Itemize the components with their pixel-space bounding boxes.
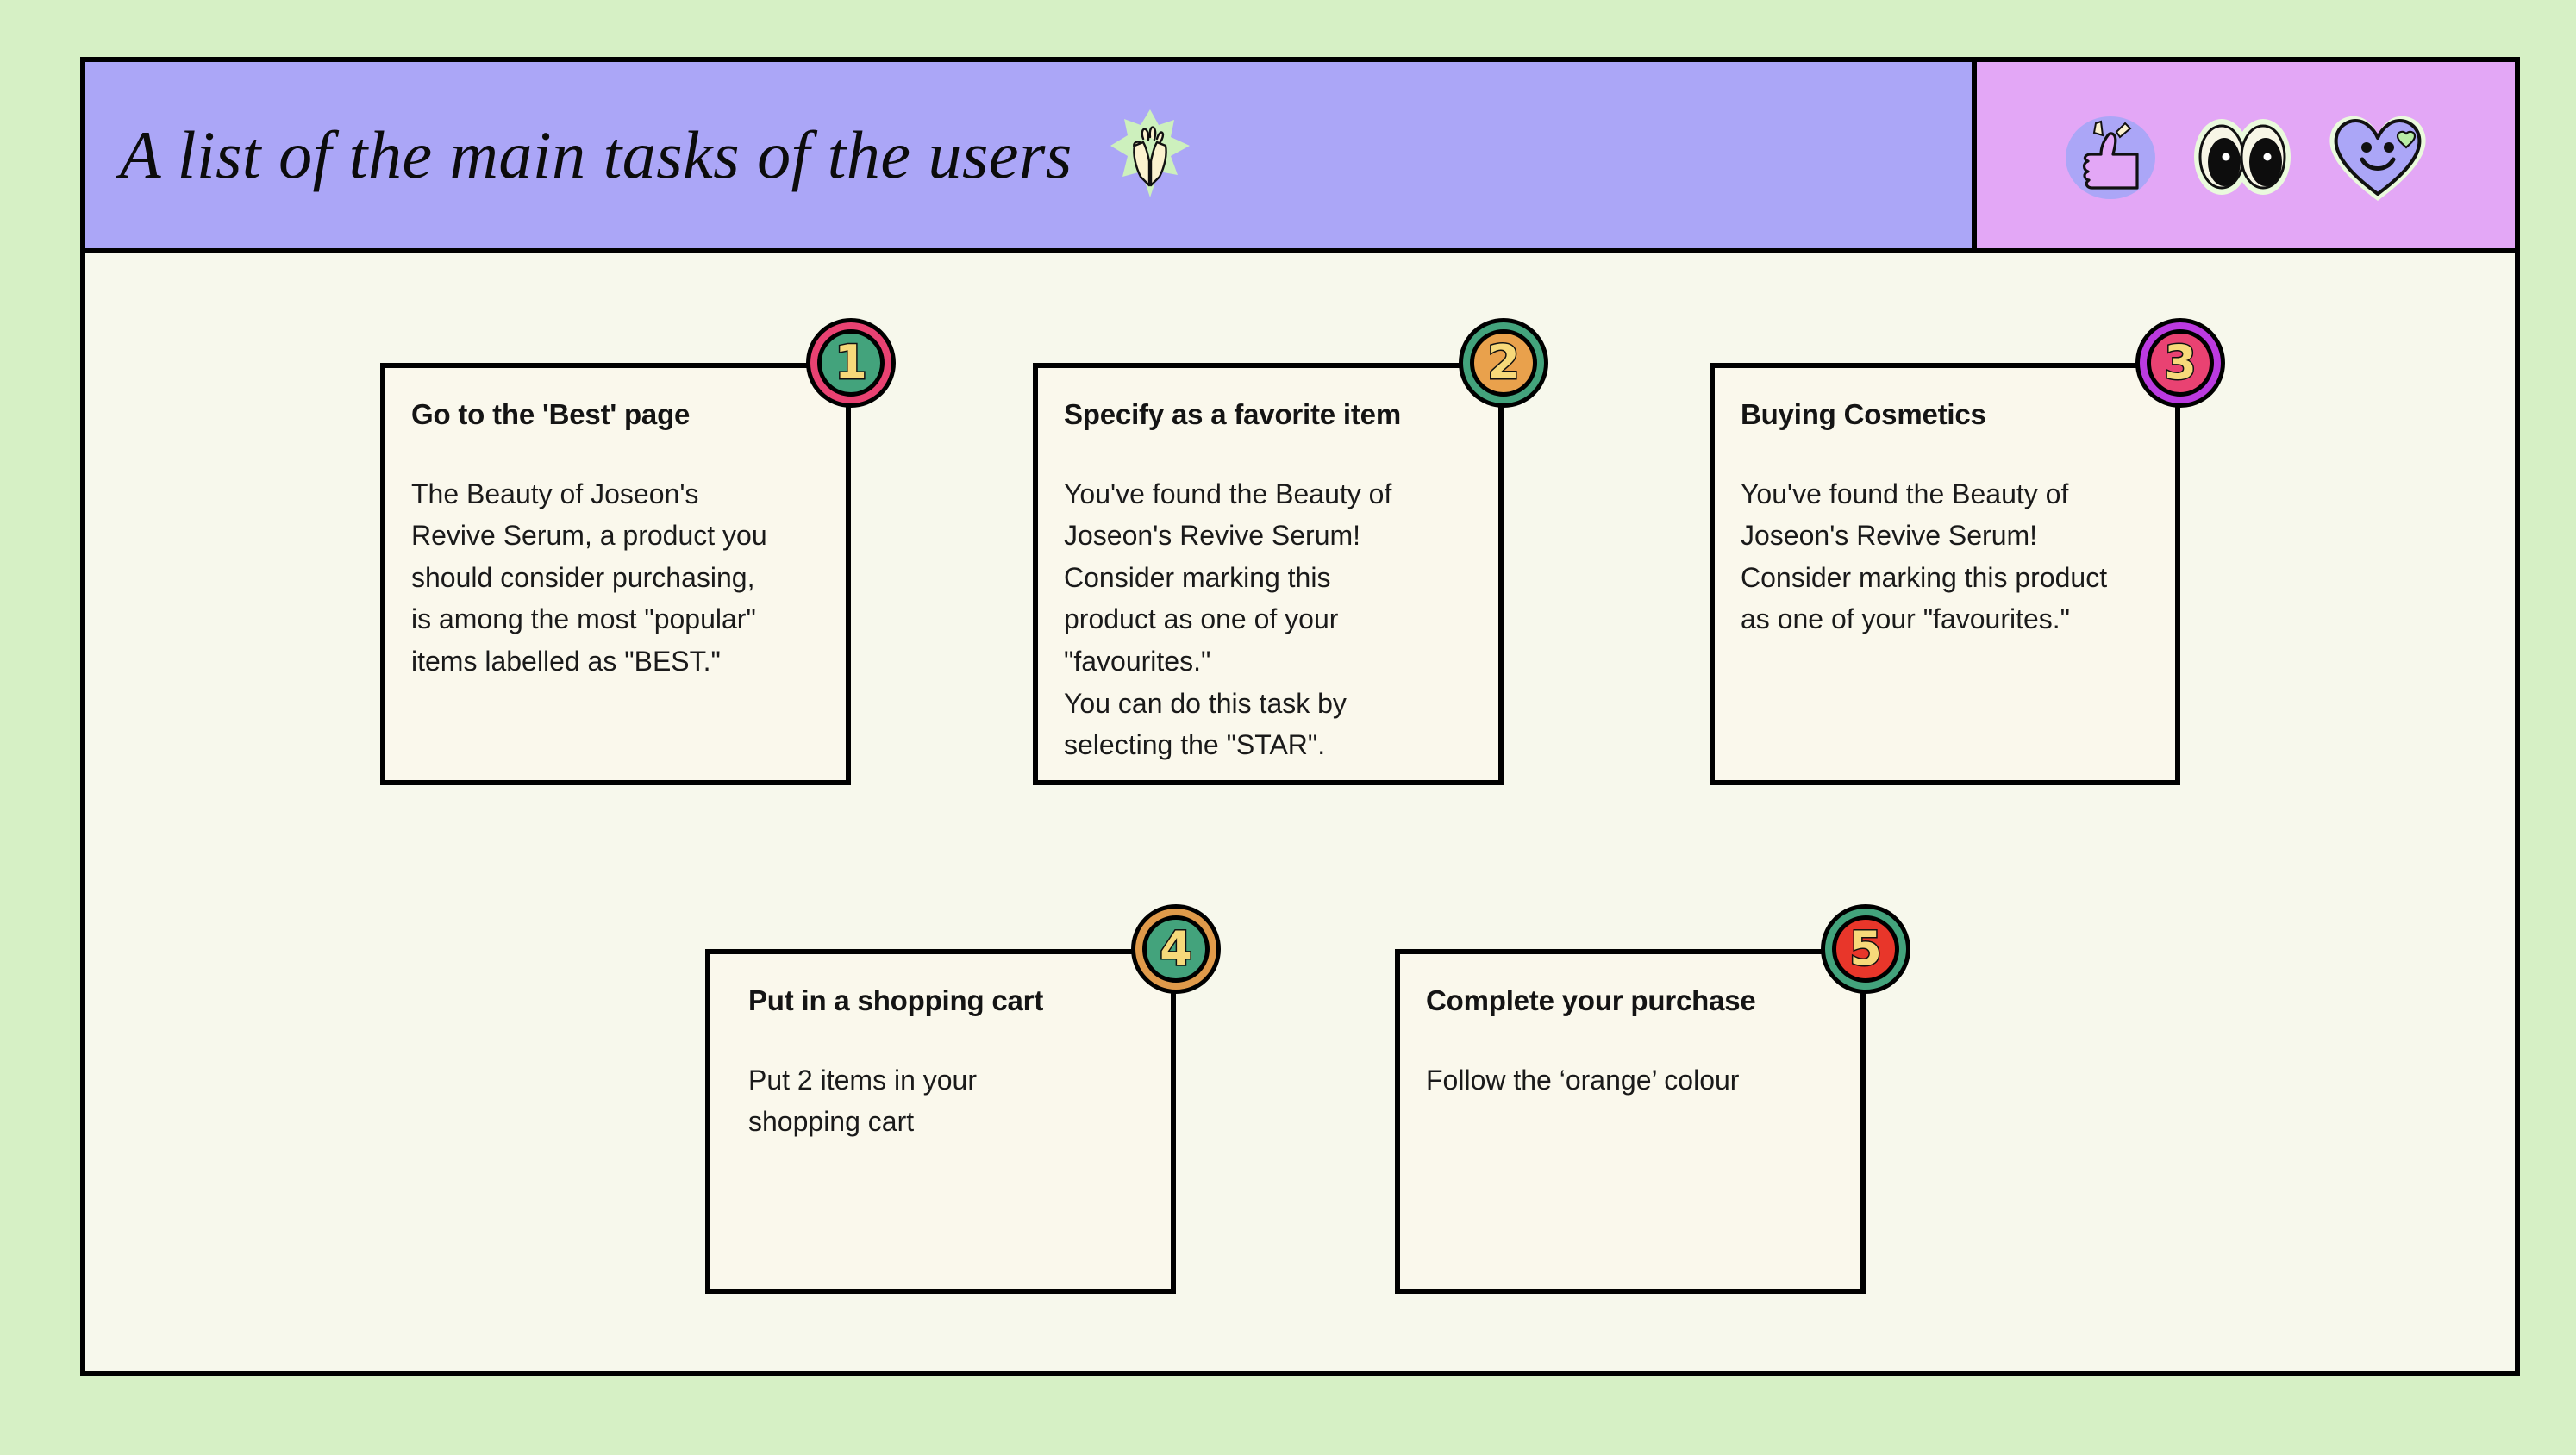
card-body: You've found the Beauty of Joseon's Revi… xyxy=(1064,478,1392,761)
card-badge-2: 2 xyxy=(1459,318,1548,408)
smiling-heart-icon xyxy=(2323,104,2432,206)
card-body: Follow the ‘orange’ colour xyxy=(1426,1064,1740,1096)
badge-inner: 4 xyxy=(1142,915,1210,983)
badge-number: 5 xyxy=(1848,921,1884,976)
task-card-4[interactable]: Put in a shopping cart Put 2 items in yo… xyxy=(705,949,1176,1294)
page-title: A list of the main tasks of the users xyxy=(120,117,1072,192)
badge-number: 3 xyxy=(2163,335,2198,390)
task-card-1[interactable]: Go to the 'Best' page The Beauty of Jose… xyxy=(380,363,851,785)
header-title-band: A list of the main tasks of the users xyxy=(85,62,1977,248)
card-body: Put 2 items in your shopping cart xyxy=(748,1064,977,1138)
header-bar: A list of the main tasks of the users xyxy=(85,62,2515,253)
task-card-3[interactable]: Buying Cosmetics You've found the Beauty… xyxy=(1710,363,2180,785)
eyes-icon xyxy=(2191,107,2294,203)
card-body: You've found the Beauty of Joseon's Revi… xyxy=(1741,478,2108,635)
badge-inner: 5 xyxy=(1832,915,1899,983)
badge-number: 2 xyxy=(1486,335,1522,390)
card-title: Specify as a favorite item xyxy=(1064,398,1401,430)
card-badge-5: 5 xyxy=(1821,904,1910,994)
task-card-2[interactable]: Specify as a favorite item You've found … xyxy=(1033,363,1504,785)
card-badge-4: 4 xyxy=(1131,904,1221,994)
badge-inner: 3 xyxy=(2147,329,2214,397)
card-badge-3: 3 xyxy=(2135,318,2225,408)
card-title: Put in a shopping cart xyxy=(748,984,1044,1016)
thumbs-up-icon xyxy=(2060,104,2161,206)
cards-area: Go to the 'Best' page The Beauty of Jose… xyxy=(85,253,2515,1371)
card-body: The Beauty of Joseon's Revive Serum, a p… xyxy=(411,478,767,678)
card-title: Buying Cosmetics xyxy=(1741,398,1986,430)
badge-number: 1 xyxy=(834,335,869,390)
header-sticker-band xyxy=(1977,62,2515,248)
task-card-5[interactable]: Complete your purchase Follow the ‘orang… xyxy=(1395,949,1866,1294)
badge-inner: 1 xyxy=(817,329,885,397)
card-title: Complete your purchase xyxy=(1426,984,1756,1016)
badge-number: 4 xyxy=(1159,921,1194,976)
slide-frame: A list of the main tasks of the users xyxy=(80,57,2520,1376)
card-badge-1: 1 xyxy=(806,318,896,408)
badge-inner: 2 xyxy=(1470,329,1537,397)
card-title: Go to the 'Best' page xyxy=(411,398,691,430)
clapping-hands-icon xyxy=(1109,108,1191,203)
